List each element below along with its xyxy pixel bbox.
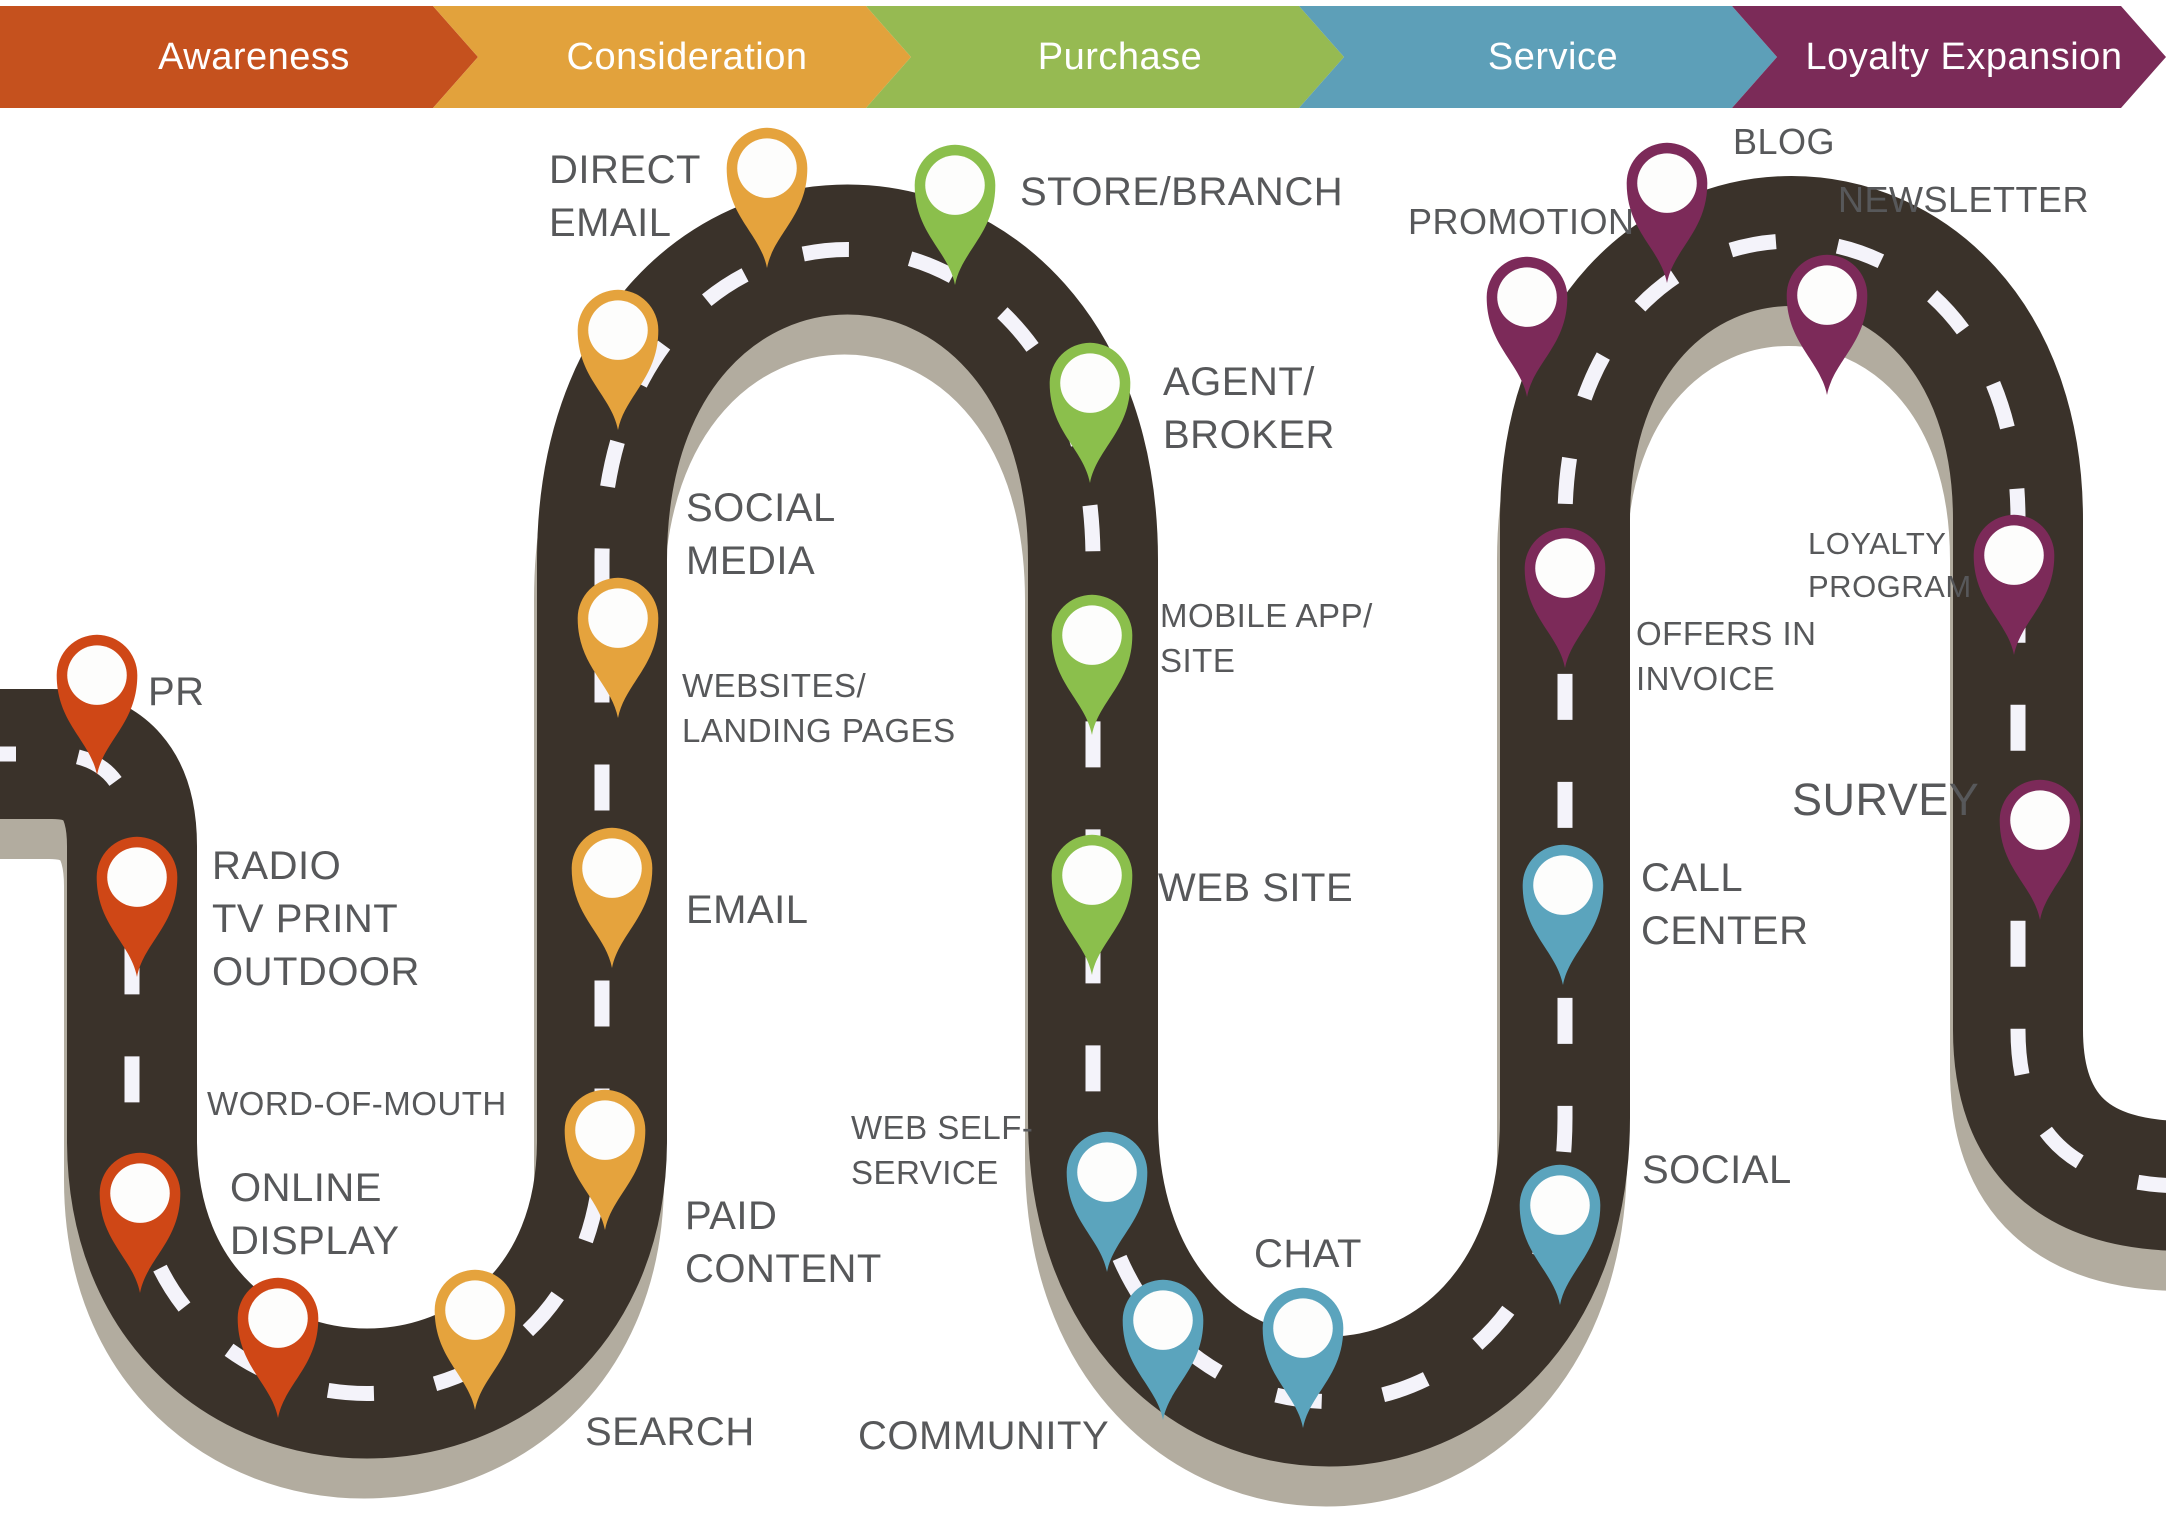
touchpoint-label-community: COMMUNITY (858, 1414, 1110, 1458)
map-pin-icon-agent-broker (1042, 335, 1138, 485)
touchpoint-label-agent-broker: AGENT/ BROKER (1163, 360, 1335, 457)
stage-banner: Awareness Consideration Purchase Service Loy… (0, 6, 2166, 108)
touchpoint-label-word-of-mouth: WORD-OF-MOUTH (207, 1085, 507, 1122)
map-pin-icon-online-display (230, 1270, 326, 1420)
map-pin-icon-web-site (1044, 827, 1140, 977)
touchpoint-label-mobile-app-site: MOBILE APP/ SITE (1160, 597, 1373, 679)
map-pin-icon-store-branch (907, 137, 1003, 287)
touchpoint-label-blog: BLOG (1733, 121, 1836, 162)
touchpoint-label-pr: PR (148, 670, 205, 714)
map-pin-icon-offers-in-invoice (1517, 520, 1613, 670)
map-pin-icon-websites-landing-pages (570, 570, 666, 720)
map-pin-icon-search (427, 1262, 523, 1412)
touchpoint-label-social: SOCIAL (1642, 1148, 1792, 1192)
touchpoint-label-direct-email: DIRECT EMAIL (549, 148, 701, 245)
touchpoint-label-radio-tv-print-outdoor: RADIO TV PRINT OUTDOOR (212, 844, 420, 994)
stage-chevron-service: Service (1299, 6, 1777, 108)
touchpoint-label-social-media: SOCIAL MEDIA (686, 486, 836, 583)
stage-label: Loyalty Expansion (1805, 35, 2123, 78)
touchpoint-label-online-display: ONLINE DISPLAY (230, 1166, 400, 1263)
stage-label: Service (1487, 35, 1619, 78)
map-pin-icon-pr (49, 627, 145, 777)
road-surface (0, 176, 2166, 1467)
stage-label: Awareness (158, 35, 350, 78)
touchpoint-label-survey: SURVEY (1792, 774, 1980, 825)
stage-chevron-loyalty-expansion: Loyalty Expansion (1732, 6, 2166, 108)
map-pin-icon-survey (1992, 772, 2088, 922)
touchpoint-label-websites-landing-pages: WEBSITES/ LANDING PAGES (682, 667, 956, 749)
touchpoint-label-web-self-service: WEB SELF- SERVICE (851, 1109, 1034, 1191)
touchpoint-label-newsletter: NEWSLETTER (1838, 179, 2090, 220)
touchpoint-label-offers-in-invoice: OFFERS IN INVOICE (1636, 615, 1817, 697)
map-pin-icon-promotion (1479, 249, 1575, 399)
map-pin-icon-blog (1619, 135, 1715, 285)
touchpoint-label-web-site: WEB SITE (1158, 866, 1354, 910)
stage-label: Purchase (1037, 35, 1203, 78)
map-pin-icon-paid-content (557, 1082, 653, 1232)
map-pin-icon-direct-email (719, 120, 815, 270)
stage-label: Consideration (566, 35, 808, 78)
touchpoint-label-search: SEARCH (585, 1410, 755, 1454)
map-pin-icon-community (1115, 1272, 1211, 1422)
touchpoint-label-loyalty-program: LOYALTY PROGRAM (1808, 526, 1972, 605)
map-pin-icon-social (1512, 1157, 1608, 1307)
map-pin-icon-chat (1255, 1280, 1351, 1430)
touchpoint-label-email: EMAIL (686, 888, 809, 932)
map-pin-icon-newsletter (1779, 247, 1875, 397)
touchpoint-label-promotion: PROMOTION (1408, 201, 1635, 242)
touchpoint-label-paid-content: PAID CONTENT (685, 1194, 882, 1291)
map-pin-icon-web-self-service (1059, 1124, 1155, 1274)
touchpoint-label-store-branch: STORE/BRANCH (1020, 170, 1344, 214)
stage-chevron-consideration: Consideration (433, 6, 911, 108)
touchpoint-label-call-center: CALL CENTER (1641, 856, 1809, 953)
map-pin-icon-mobile-app-site (1044, 587, 1140, 737)
map-pin-icon-call-center (1515, 837, 1611, 987)
map-pin-icon-email (564, 820, 660, 970)
stage-chevron-awareness: Awareness (0, 6, 478, 108)
map-pin-icon-radio-tv-print-outdoor (89, 829, 185, 979)
map-pin-icon-word-of-mouth (92, 1145, 188, 1295)
map-pin-icon-social-media (570, 282, 666, 432)
map-pin-icon-loyalty-program (1966, 507, 2062, 657)
stage-chevron-purchase: Purchase (866, 6, 1344, 108)
touchpoint-label-chat: CHAT (1254, 1232, 1362, 1276)
